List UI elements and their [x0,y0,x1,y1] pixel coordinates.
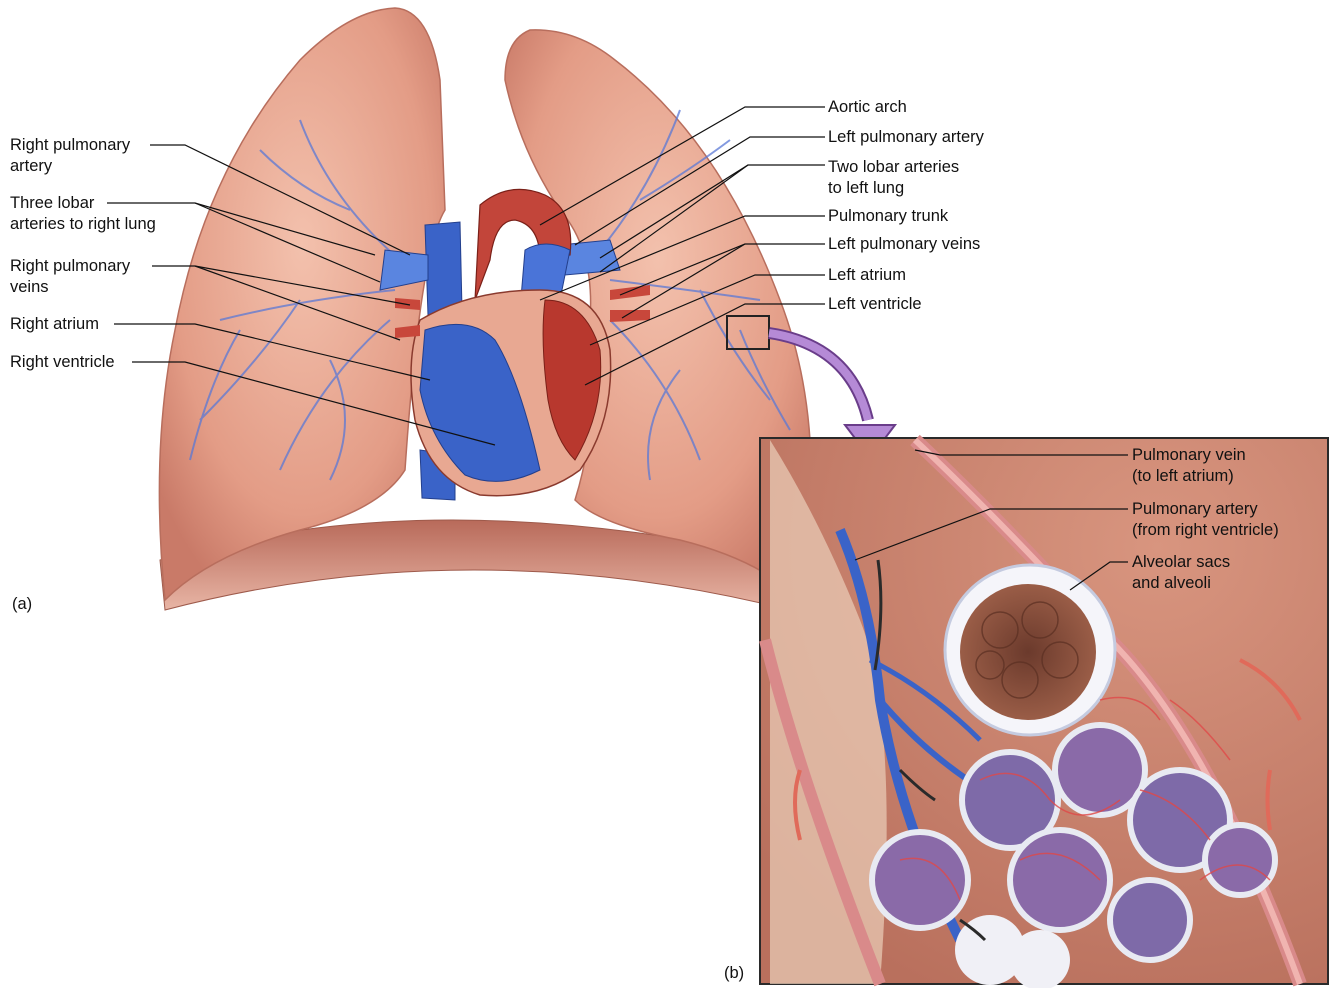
label-aortic-arch: Aortic arch [828,97,907,118]
label-line: Left pulmonary artery [828,127,984,148]
label-left-atrium: Left atrium [828,265,906,286]
label-left-pulmonary-artery: Left pulmonary artery [828,127,984,148]
label-pulmonary-artery-inset: Pulmonary artery (from right ventricle) [1132,499,1279,541]
label-line: Three lobar [10,193,156,214]
label-line: (to left atrium) [1132,466,1246,487]
label-line: Right atrium [10,314,99,335]
label-right-ventricle: Right ventricle [10,352,115,373]
label-line: Right pulmonary [10,135,130,156]
label-line: Aortic arch [828,97,907,118]
label-line: Pulmonary vein [1132,445,1246,466]
label-line: Right pulmonary [10,256,130,277]
label-line: and alveoli [1132,573,1230,594]
label-line: Left atrium [828,265,906,286]
label-pulmonary-trunk: Pulmonary trunk [828,206,948,227]
panel-a-tag: (a) [12,594,32,615]
label-line: arteries to right lung [10,214,156,235]
label-line: Alveolar sacs [1132,552,1230,573]
label-line: to left lung [828,178,959,199]
label-line: veins [10,277,130,298]
label-right-atrium: Right atrium [10,314,99,335]
label-two-lobar-arteries: Two lobar arteries to left lung [828,157,959,199]
label-left-pulmonary-veins: Left pulmonary veins [828,234,980,255]
label-line: (from right ventricle) [1132,520,1279,541]
label-line: artery [10,156,130,177]
label-line: Two lobar arteries [828,157,959,178]
panel-b-tag: (b) [724,963,744,984]
label-line: Left ventricle [828,294,922,315]
label-left-ventricle: Left ventricle [828,294,922,315]
label-line: Pulmonary artery [1132,499,1279,520]
label-pulmonary-vein: Pulmonary vein (to left atrium) [1132,445,1246,487]
label-right-pulmonary-veins: Right pulmonary veins [10,256,130,298]
label-line: Pulmonary trunk [828,206,948,227]
label-alveolar-sacs: Alveolar sacs and alveoli [1132,552,1230,594]
superior-vena-cava [425,222,462,315]
label-three-lobar-arteries: Three lobar arteries to right lung [10,193,156,235]
label-line: Right ventricle [10,352,115,373]
label-line: Left pulmonary veins [828,234,980,255]
label-right-pulmonary-artery: Right pulmonary artery [10,135,130,177]
